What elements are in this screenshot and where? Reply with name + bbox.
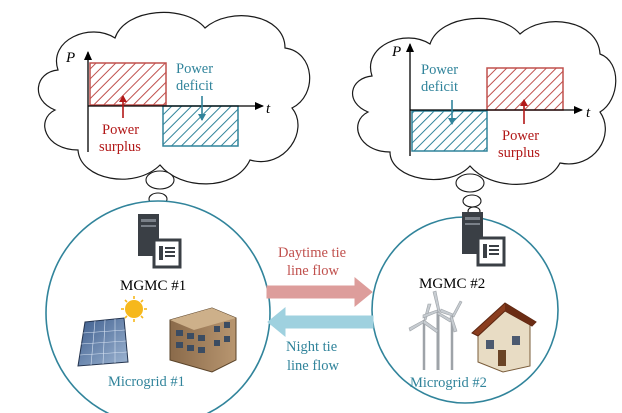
deficit-block <box>411 110 488 152</box>
sun-icon <box>121 296 147 322</box>
house-icon <box>471 302 537 373</box>
microgrid-1-label: Microgrid #1 <box>108 374 185 390</box>
axis-label-t: t <box>586 105 591 121</box>
deficit-block <box>162 105 239 147</box>
cloud-bubbles-right <box>455 173 485 216</box>
night-flow-label-2: line flow <box>287 358 339 374</box>
power-chart-1: P t Power surplus Power deficit <box>65 50 271 155</box>
deficit-label-2a: Power <box>421 62 458 78</box>
daytime-flow-arrow <box>266 276 373 308</box>
night-flow-label-1: Night tie <box>286 339 337 355</box>
daytime-flow-label-2: line flow <box>287 263 339 279</box>
controller-label-1: MGMC #1 <box>120 278 186 294</box>
microgrid-2-label: Microgrid #2 <box>410 375 487 391</box>
surplus-label-2a: Power <box>502 128 539 144</box>
night-flow-arrow <box>267 306 374 338</box>
axis-label-t: t <box>266 101 271 117</box>
surplus-block <box>486 67 564 111</box>
power-chart-2: P t Power deficit Power surplus <box>391 43 591 161</box>
daytime-flow-label-1: Daytime tie <box>278 245 346 261</box>
axis-label-p: P <box>65 50 75 66</box>
controller-label-2: MGMC #2 <box>419 276 485 292</box>
surplus-label-1b: surplus <box>99 139 141 155</box>
deficit-label-1a: Power <box>176 61 213 77</box>
solar-panel-icon <box>77 317 129 367</box>
server-icon <box>138 214 182 269</box>
surplus-block <box>89 62 167 106</box>
deficit-label-1b: deficit <box>176 78 213 94</box>
cloud-icon <box>37 11 311 185</box>
wind-turbine-icon <box>408 290 463 370</box>
surplus-label-1a: Power <box>102 122 139 138</box>
deficit-label-2b: deficit <box>421 79 458 95</box>
office-building-icon <box>169 307 237 373</box>
server-icon <box>462 212 506 267</box>
surplus-label-2b: surplus <box>498 145 540 161</box>
axis-label-p: P <box>391 44 401 60</box>
